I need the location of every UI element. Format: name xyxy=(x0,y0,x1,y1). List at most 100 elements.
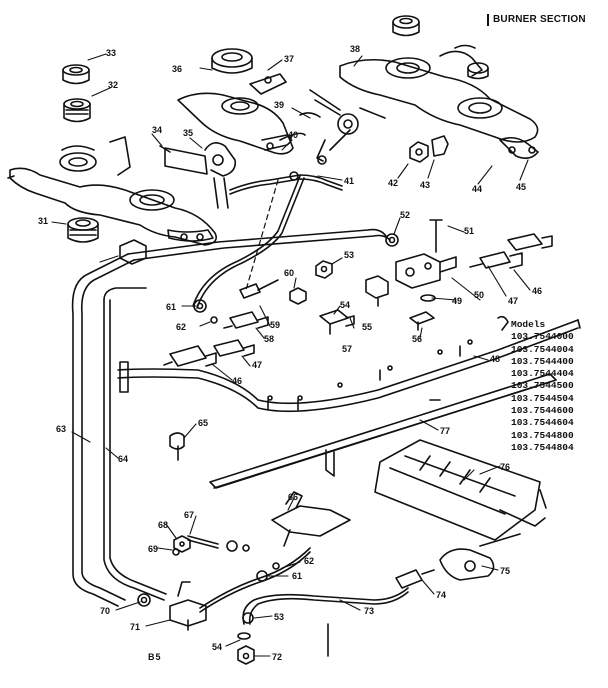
burner-head-top-right xyxy=(392,15,420,37)
valve-66 xyxy=(271,491,351,547)
orifice-46-left xyxy=(163,345,217,367)
models-heading: Models xyxy=(511,319,546,330)
callout-62-lower: 62 xyxy=(304,556,315,566)
orifice-47-right xyxy=(469,251,523,269)
fittings-61-62-lower xyxy=(256,562,280,582)
model-number: 103.7544000 xyxy=(511,331,574,343)
nut-60 xyxy=(289,287,307,305)
callout-44: 44 xyxy=(472,184,483,194)
manifold-tube-64 xyxy=(103,287,167,601)
valve-55 xyxy=(365,275,389,307)
model-number: 103.7544804 xyxy=(511,441,574,453)
washer-62 xyxy=(210,316,218,324)
callout-75: 75 xyxy=(500,566,511,576)
fitting-52 xyxy=(385,233,399,247)
callout-56: 56 xyxy=(412,334,423,344)
callout-37: 37 xyxy=(284,54,295,64)
callout-57: 57 xyxy=(342,344,353,354)
tube-67 xyxy=(187,535,219,549)
callout-32: 32 xyxy=(108,80,119,90)
callout-64: 64 xyxy=(118,454,129,464)
callout-72: 72 xyxy=(272,652,283,662)
valve-71 xyxy=(169,547,311,631)
callout-40: 40 xyxy=(288,130,299,140)
clip-43 xyxy=(431,135,449,157)
screw-51 xyxy=(429,219,443,253)
callout-77: 77 xyxy=(440,426,451,436)
burner-head-32 xyxy=(63,98,91,123)
callout-71: 71 xyxy=(130,622,141,632)
model-number: 103.7544504 xyxy=(511,392,574,404)
callout-53-lower: 53 xyxy=(274,612,285,622)
callout-46-left: 46 xyxy=(232,376,243,386)
callout-61: 61 xyxy=(166,302,177,312)
model-number: 103.7544404 xyxy=(511,368,574,380)
callout-55: 55 xyxy=(362,322,373,332)
burner-head-top-right-2 xyxy=(467,62,489,80)
callout-59: 59 xyxy=(270,320,281,330)
callout-43: 43 xyxy=(420,180,431,190)
burner-head-36 xyxy=(211,48,253,74)
callout-67: 67 xyxy=(184,510,195,520)
valve-body-50 xyxy=(395,253,457,289)
callout-49: 49 xyxy=(452,296,463,306)
page-code: B5 xyxy=(148,652,162,662)
callout-35: 35 xyxy=(183,128,194,138)
callout-54: 54 xyxy=(340,300,351,310)
model-number: 103.7544800 xyxy=(511,429,574,441)
fitting-74 xyxy=(395,569,435,589)
callout-65: 65 xyxy=(198,418,209,428)
callout-60: 60 xyxy=(284,268,295,278)
callout-46-right: 46 xyxy=(532,286,543,296)
callout-63: 63 xyxy=(56,424,67,434)
plug-72 xyxy=(237,645,255,665)
manifold-bar-77 xyxy=(209,373,557,489)
callout-36: 36 xyxy=(172,64,183,74)
orifice-47-left xyxy=(213,339,255,357)
leader-lines xyxy=(51,53,531,657)
callout-48: 48 xyxy=(490,354,501,364)
bracket-56 xyxy=(409,311,435,331)
callout-45: 45 xyxy=(516,182,527,192)
tube-73 xyxy=(242,587,409,625)
nut-pair-center xyxy=(226,540,250,552)
manifold-tube-63 xyxy=(71,228,391,607)
broiler-burner-76 xyxy=(374,439,547,541)
callout-68: 68 xyxy=(158,520,169,530)
manifold-rail-48 xyxy=(117,315,581,413)
burner-assembly-right xyxy=(339,44,539,160)
callout-47-right: 47 xyxy=(508,296,519,306)
nut-42 xyxy=(409,141,429,163)
fitting-59 xyxy=(239,279,279,299)
valve-57 xyxy=(319,309,355,335)
callout-62: 62 xyxy=(176,322,187,332)
callout-52: 52 xyxy=(400,210,411,220)
fitting-53-lower xyxy=(242,612,254,624)
section-title: BURNER SECTION xyxy=(487,14,586,26)
callout-39: 39 xyxy=(274,100,285,110)
burner-assembly-center xyxy=(177,73,306,155)
valve-spider-39 xyxy=(299,89,386,165)
callout-47-left: 47 xyxy=(252,360,263,370)
burner-assembly-left xyxy=(7,136,218,246)
shutter-75 xyxy=(439,533,521,581)
callout-33: 33 xyxy=(106,48,117,58)
callout-70: 70 xyxy=(100,606,111,616)
fitting-70 xyxy=(137,593,151,607)
callout-38: 38 xyxy=(350,44,361,54)
model-number: 103.7544004 xyxy=(511,343,574,355)
washer-69 xyxy=(172,548,180,556)
callout-54-lower: 54 xyxy=(212,642,223,652)
callout-61-lower: 61 xyxy=(292,571,303,581)
callout-73: 73 xyxy=(364,606,375,616)
callout-51: 51 xyxy=(464,226,475,236)
callout-53: 53 xyxy=(344,250,355,260)
fitting-68 xyxy=(173,535,191,553)
models-list: Models 103.7544000 103.7544004 103.75444… xyxy=(511,319,574,454)
callout-31: 31 xyxy=(38,216,49,226)
model-number: 103.7544604 xyxy=(511,417,574,429)
callout-74: 74 xyxy=(436,590,447,600)
callout-66: 66 xyxy=(288,492,299,502)
callout-69: 69 xyxy=(148,544,159,554)
model-number: 103.7544400 xyxy=(511,355,574,367)
